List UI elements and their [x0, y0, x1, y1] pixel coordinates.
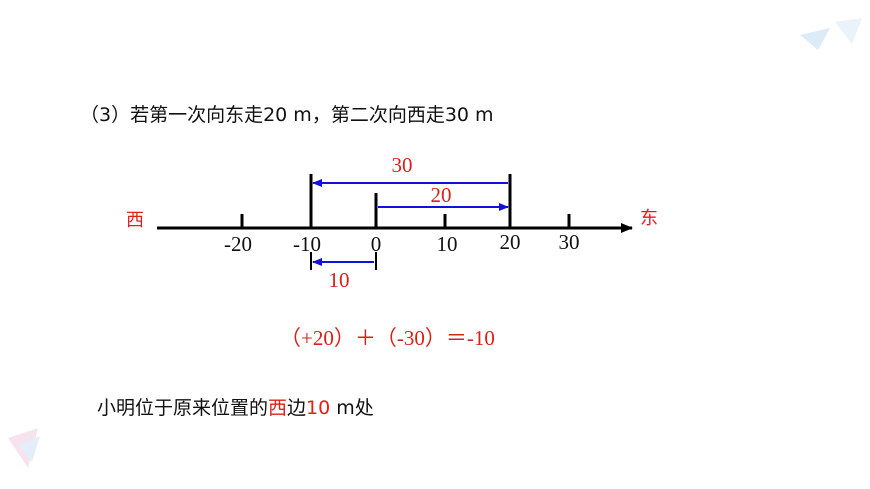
corner-triangle-bottom-2: [18, 436, 40, 462]
question-text: （3）若第一次向东走20 m，第二次向西走30 m: [80, 104, 494, 126]
tick-label: 20: [500, 230, 521, 254]
arrow-label-10: 10: [329, 268, 350, 292]
east-label: 东: [640, 208, 658, 229]
answer-pre: 小明位于原来位置的: [97, 397, 269, 419]
arrow-label-20: 20: [431, 183, 452, 207]
tick-label: -10: [293, 232, 321, 256]
corner-triangle-top-1: [800, 28, 830, 50]
answer-number: 10: [306, 397, 331, 419]
west-label: 西: [126, 210, 144, 231]
tick-label: 10: [437, 232, 458, 256]
answer-west: 西: [268, 397, 288, 419]
tick-label: -20: [224, 232, 252, 256]
tick-label: 0: [371, 232, 382, 256]
corner-triangle-top-2: [835, 18, 862, 44]
arrow-label-30: 30: [392, 153, 413, 177]
answer-text: 小明位于原来位置的西边10 m处: [97, 393, 374, 420]
answer-post: m处: [330, 397, 374, 419]
result-equation: （+20）＋（-30）＝-10: [280, 326, 495, 350]
answer-mid: 边: [287, 397, 307, 419]
tick-label: 30: [559, 230, 580, 254]
